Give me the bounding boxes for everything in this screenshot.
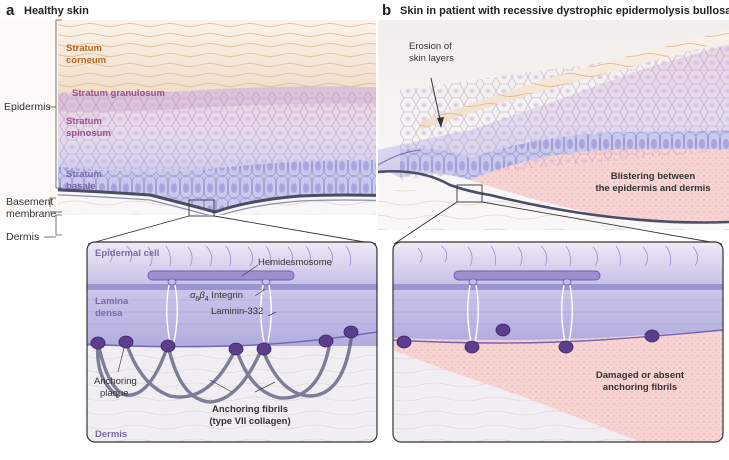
label-inset-dermis: Dermis bbox=[95, 429, 128, 440]
label-epidermis: Epidermis bbox=[4, 101, 51, 113]
panel-b-letter: b bbox=[382, 2, 392, 19]
label-stratum-spinosum-line1: Stratum bbox=[66, 116, 102, 127]
label-integrin: α6β4 Integrin bbox=[190, 290, 243, 303]
zoom-connector-b bbox=[393, 184, 723, 245]
label-basement-membrane-line2: membrane bbox=[6, 208, 57, 220]
panel-b-skin bbox=[378, 20, 729, 230]
label-blistering-line2: the epidermis and dermis bbox=[595, 183, 711, 194]
label-damaged-fibrils-line1: Damaged or absent bbox=[595, 370, 685, 381]
label-laminin-332: Laminin-332 bbox=[211, 306, 264, 317]
panel-a-letter: a bbox=[6, 2, 15, 19]
label-basement-membrane-line1: Basement bbox=[6, 196, 54, 208]
label-stratum-corneum-line1: Stratum bbox=[66, 43, 102, 54]
zoom-connector-a bbox=[87, 199, 377, 245]
label-erosion-line2: skin layers bbox=[409, 53, 454, 64]
inset-b bbox=[392, 241, 724, 443]
erosion-arrow bbox=[430, 77, 444, 128]
panel-a-skin bbox=[58, 20, 376, 215]
label-stratum-basale-line1: Stratum bbox=[66, 169, 102, 180]
label-damaged-fibrils-line2: anchoring fibrils bbox=[602, 382, 678, 393]
panel-b-title: Skin in patient with recessive dystrophi… bbox=[400, 5, 729, 17]
label-stratum-granulosum: Stratum granulosum bbox=[72, 88, 165, 99]
label-anchoring-fibrils-line2: (type VII collagen) bbox=[209, 416, 291, 427]
label-anchoring-plaque-line1: Anchoring bbox=[94, 376, 137, 387]
epidermis-bracket bbox=[44, 19, 62, 238]
label-lamina-densa-line2: densa bbox=[95, 308, 123, 319]
label-anchoring-plaque-line2: plaque bbox=[100, 388, 129, 399]
label-stratum-corneum-line2: corneum bbox=[66, 55, 107, 66]
label-erosion-line1: Erosion of bbox=[409, 41, 452, 52]
label-blistering-line1: Blistering between bbox=[610, 171, 696, 182]
label-stratum-basale-line2: basale bbox=[66, 181, 96, 192]
label-stratum-spinosum-line2: spinosum bbox=[66, 128, 111, 139]
label-epidermal-cell: Epidermal cell bbox=[95, 248, 160, 259]
label-anchoring-fibrils-line1: Anchoring fibrils bbox=[212, 404, 288, 415]
inset-a bbox=[86, 241, 378, 443]
label-hemidesmosome: Hemidesmosome bbox=[258, 257, 332, 268]
label-dermis: Dermis bbox=[6, 231, 40, 243]
label-lamina-densa-line1: Lamina bbox=[95, 296, 129, 307]
panel-a-title: Healthy skin bbox=[24, 5, 89, 17]
